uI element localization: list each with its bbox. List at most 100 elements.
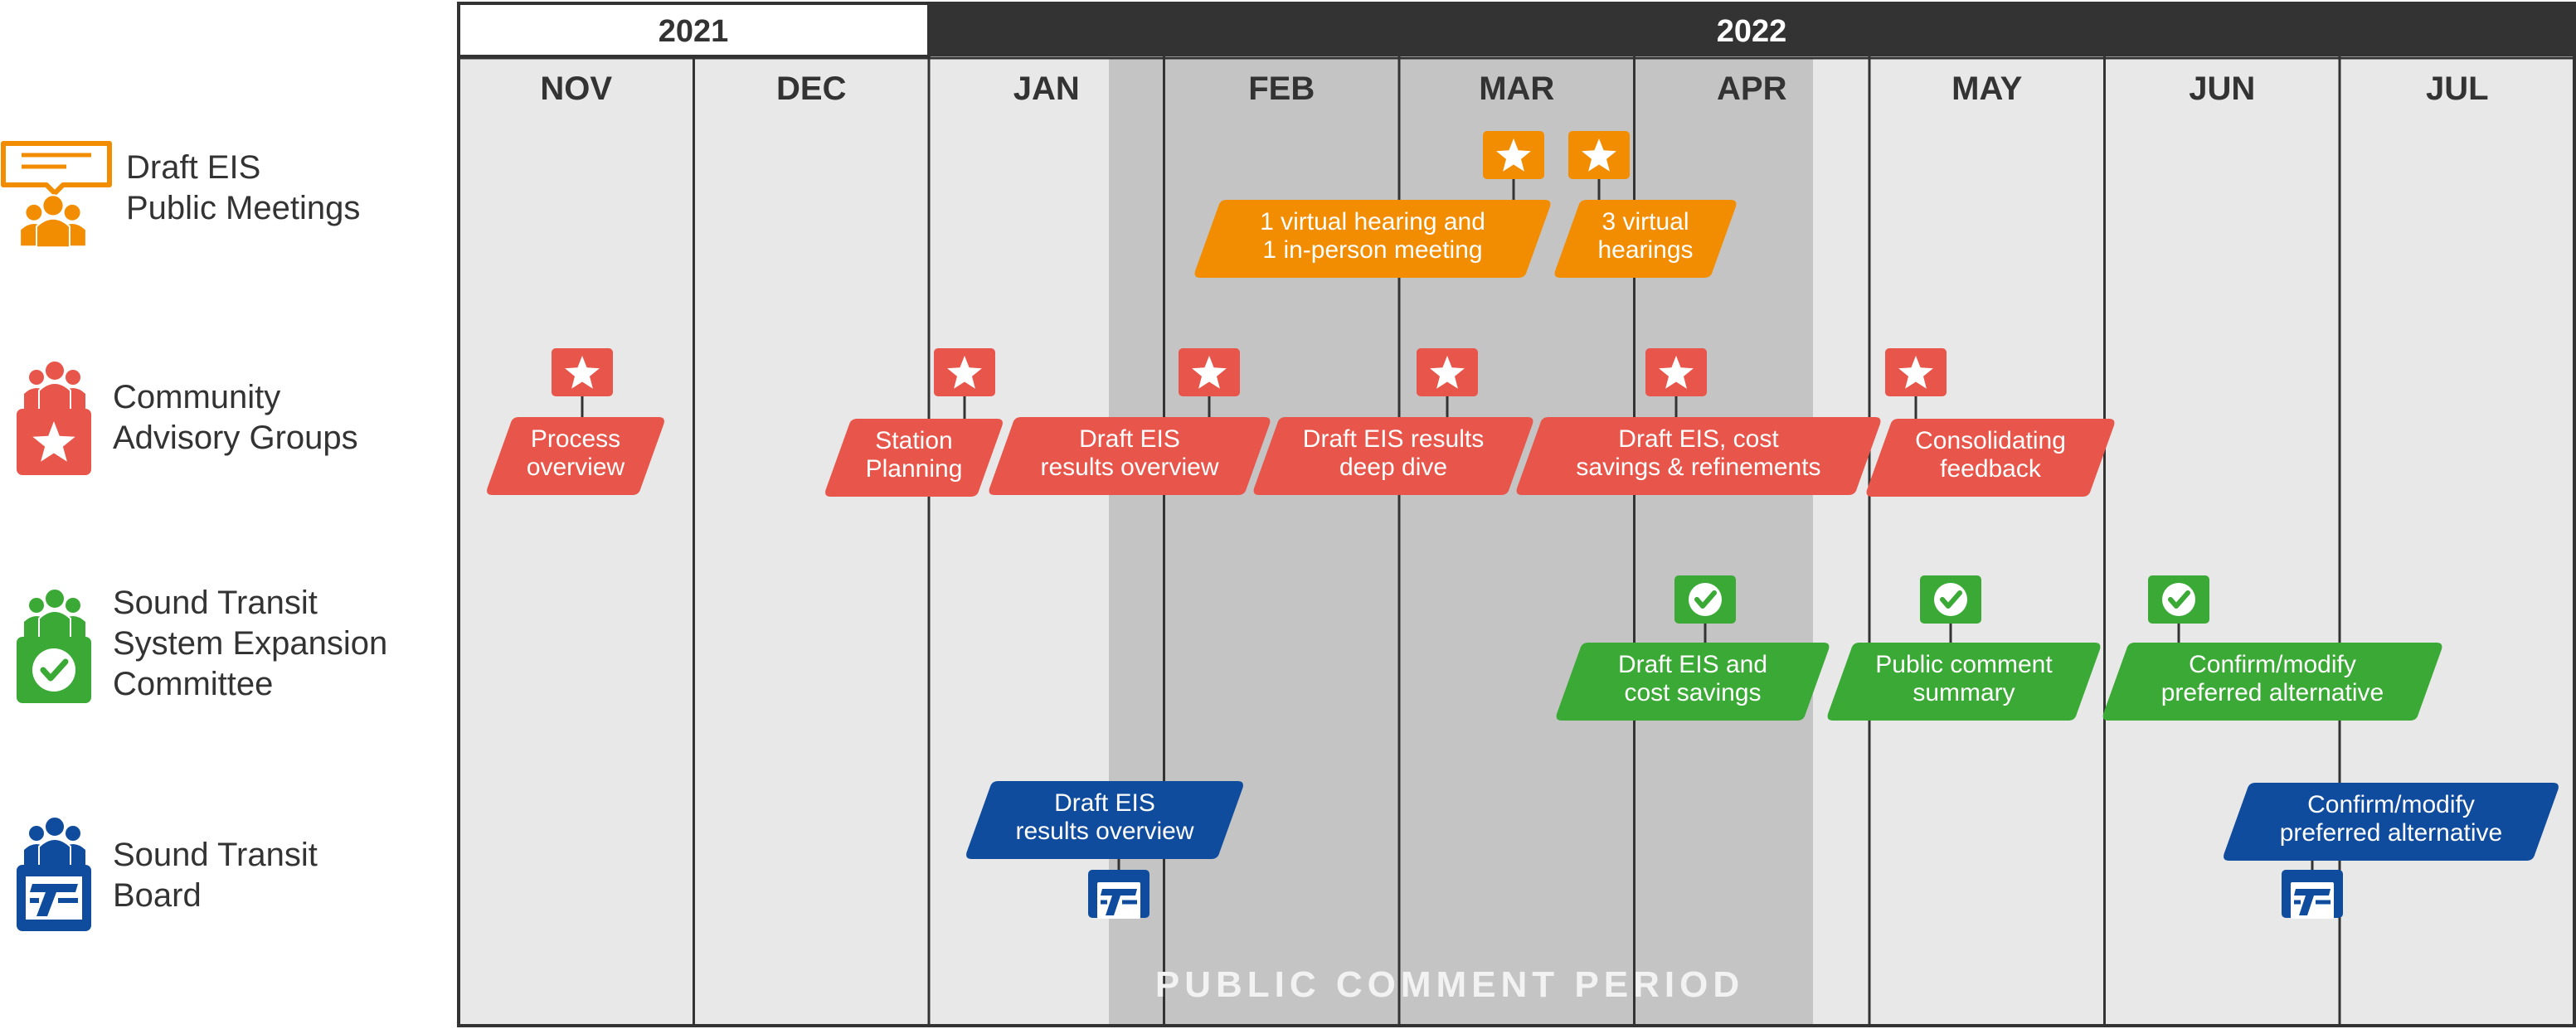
event-label-line: Draft EIS (1079, 425, 1180, 453)
month-label-feb: FEB (1248, 70, 1315, 107)
event-label-line: 1 in-person meeting (1262, 236, 1482, 264)
year-2022-cell (929, 3, 2574, 56)
event-label-line: preferred alternative (2161, 679, 2384, 706)
month-column-may (1869, 58, 2105, 1026)
event-box (1827, 643, 2101, 721)
event-label-line: deep dive (1339, 454, 1447, 481)
event-label-line: cost savings (1624, 679, 1761, 706)
event-label-line: results overview (1015, 818, 1193, 845)
checkmark-icon (1940, 590, 1962, 609)
row-label-line: Committee (113, 666, 273, 702)
month-label-jan: JAN (1013, 70, 1080, 107)
event-box (2224, 783, 2559, 861)
star-icon (1192, 356, 1227, 389)
checkmark-icon (2168, 590, 2190, 609)
star-icon (1582, 138, 1616, 172)
year-2022-label: 2022 (1717, 14, 1787, 49)
month-label-dec: DEC (776, 70, 846, 107)
star-icon (565, 356, 600, 389)
event-box (2102, 643, 2442, 721)
star-icon (1659, 356, 1694, 389)
event-box (1866, 419, 2115, 497)
event-label-line: 3 virtual (1601, 208, 1689, 235)
event-label-line: Draft EIS and (1618, 651, 1767, 678)
event-label-line: Draft EIS (1054, 789, 1155, 817)
people-st-logo-icon (17, 816, 91, 931)
event-box (989, 417, 1271, 495)
event-label-line: hearings (1597, 236, 1693, 264)
checkmark-circle-icon (2162, 583, 2195, 616)
row-label-line: Board (113, 877, 202, 914)
speech-bubble-people-icon (1, 141, 112, 249)
month-label-jun: JUN (2189, 70, 2255, 107)
event-box (487, 417, 664, 495)
event-label-line: Planning (866, 455, 963, 483)
star-icon (1496, 138, 1531, 172)
row-label-line: Draft EIS (126, 149, 260, 186)
row-label-line: Advisory Groups (113, 420, 358, 456)
row-label-line: Public Meetings (126, 190, 360, 226)
month-label-nov: NOV (540, 70, 612, 107)
event-box (825, 419, 1003, 497)
sound-transit-logo-icon (1097, 882, 1140, 919)
checkmark-circle-icon (1934, 583, 1967, 616)
row-0: Draft EIS Public Meetings (1, 141, 360, 249)
event-box (1554, 200, 1737, 278)
year-2021-label: 2021 (659, 14, 729, 49)
event-box (1253, 417, 1533, 495)
sound-transit-logo-icon (2291, 882, 2334, 919)
star-icon (1430, 356, 1465, 389)
month-column-jul (2340, 58, 2575, 1026)
month-label-apr: APR (1717, 70, 1787, 107)
event-label-line: savings & refinements (1576, 454, 1820, 481)
month-label-jul: JUL (2426, 70, 2489, 107)
checkmark-icon (1694, 590, 1717, 609)
star-icon (1898, 356, 1933, 389)
checkmark-circle-icon (1689, 583, 1722, 616)
people-checkmark-icon (17, 588, 91, 703)
row-label-line: System Expansion (113, 625, 387, 662)
event-label-line: Confirm/modify (2307, 791, 2475, 818)
event-label-line: feedback (1940, 455, 2042, 483)
public-comment-period-label: PUBLIC COMMENT PERIOD (1155, 964, 1744, 1005)
event-label-line: Station (875, 427, 952, 454)
event-label-line: 1 virtual hearing and (1260, 208, 1485, 235)
event-label-line: Draft EIS, cost (1618, 425, 1779, 453)
event-box (1556, 643, 1830, 721)
event-box (1194, 200, 1551, 278)
event-label-line: Public comment (1875, 651, 2053, 678)
people-star-icon (17, 360, 91, 475)
row-label-line: Community (113, 379, 280, 415)
month-column-dec (693, 58, 929, 1026)
timeline-border (457, 2, 2576, 1027)
event-label-line: Consolidating (1915, 427, 2066, 454)
event-box (1516, 417, 1881, 495)
month-label-mar: MAR (1479, 70, 1554, 107)
event-label-line: preferred alternative (2280, 819, 2502, 847)
event-box (966, 781, 1243, 859)
event-label-line: summary (1913, 679, 2015, 706)
event-label-line: Process (531, 425, 620, 453)
row-label-line: Sound Transit (113, 837, 318, 873)
row-label-line: Sound Transit (113, 585, 318, 621)
event-label-line: results overview (1040, 454, 1218, 481)
